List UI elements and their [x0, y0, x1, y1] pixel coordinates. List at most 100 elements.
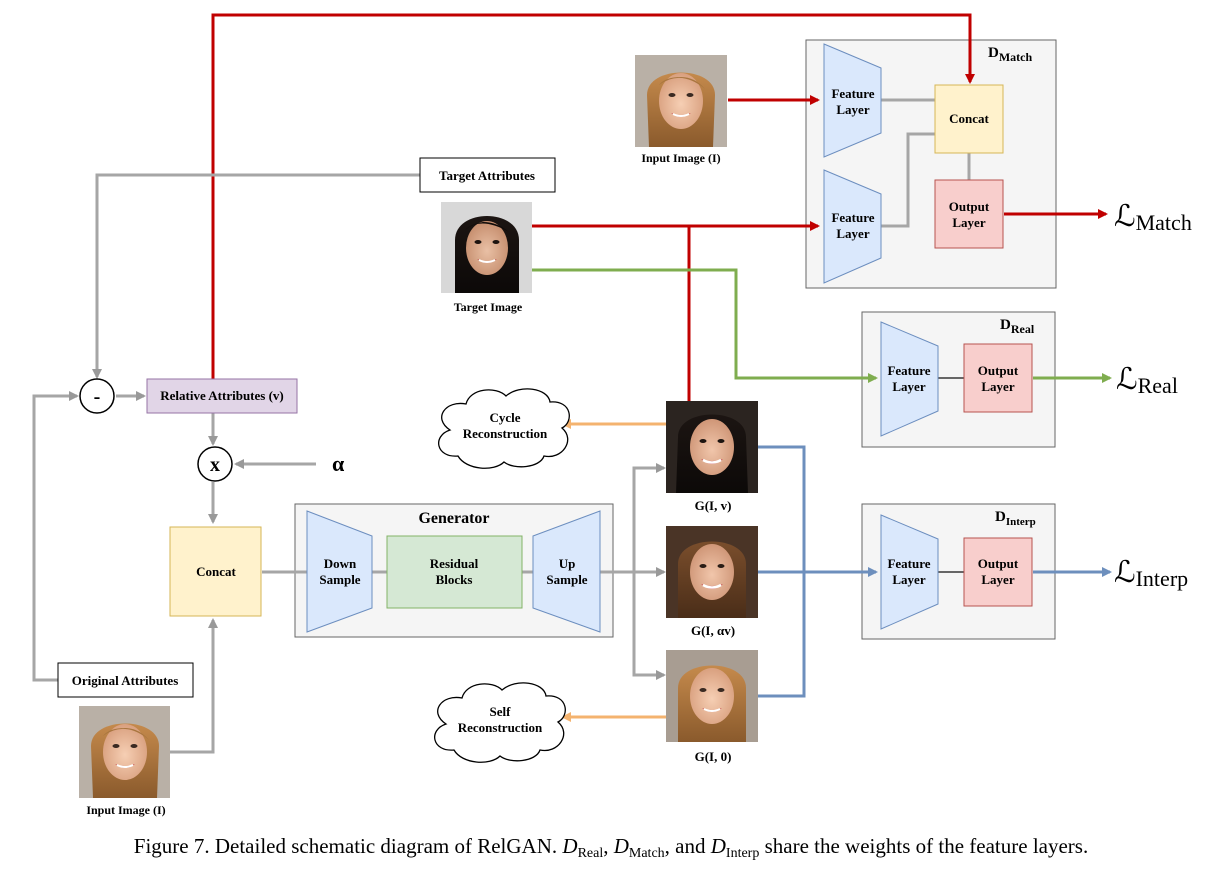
d-interp-output-layer-box: [963, 537, 1033, 607]
concat-left-label: Concat: [196, 564, 236, 579]
original-attributes-box: [57, 662, 194, 698]
relative-attributes-label: Relative Attributes (v): [160, 388, 283, 403]
d-match-concat-box: [934, 84, 1004, 154]
d-match-title-main: D: [988, 45, 999, 61]
caption-d-main-2: D: [613, 834, 629, 858]
d-match-feature-layer-1-label-1: Feature: [831, 86, 874, 101]
d-real-feature-layer-label-1: Feature: [887, 363, 930, 378]
down-sample-label-2: Sample: [319, 572, 360, 587]
residual-blocks-label-1: Residual: [430, 556, 479, 571]
down-sample-block: [306, 510, 373, 633]
output-image-g-0: [666, 650, 758, 742]
d-real-output-layer-label-2: Layer: [981, 379, 1014, 394]
minus-symbol: -: [94, 386, 101, 408]
output-image-g-av: [666, 526, 758, 618]
caption-d-sub-2: Match: [629, 846, 665, 861]
d-interp-title-sub: Interp: [1006, 516, 1036, 528]
times-symbol: x: [210, 454, 220, 476]
d-match-feature-layer-2-label-2: Layer: [836, 226, 869, 241]
self-reconstruction-label-2: Reconstruction: [458, 720, 543, 735]
d-interp-output-layer-label-2: Layer: [981, 572, 1014, 587]
caption-prefix: Figure 7. Detailed schematic diagram of …: [134, 834, 563, 858]
d-interp-title-main: D: [995, 509, 1006, 525]
input-image-top: [635, 55, 727, 147]
loss-match: ℒMatch: [1114, 200, 1192, 235]
alpha-symbol: α: [332, 451, 345, 476]
gray-generator-to-g0: [632, 572, 666, 680]
cycle-reconstruction-label-2: Reconstruction: [463, 426, 548, 441]
input-image-top-label: Input Image (I): [641, 151, 720, 165]
d-real-output-layer-box: [963, 343, 1033, 413]
d-real-feature-layer: [880, 321, 939, 437]
d-real-title-main: D: [1000, 317, 1011, 333]
gray-input-to-concat: [170, 618, 218, 754]
target-attributes-label: Target Attributes: [439, 168, 535, 183]
self-reconstruction-cloud: Self Reconstruction: [434, 682, 566, 763]
loss-real-main: ℒ: [1116, 363, 1138, 396]
d-interp-feature-layer-label-1: Feature: [887, 556, 930, 571]
caption-d-main-1: D: [561, 834, 577, 858]
self-reconstruction-label-1: Self: [490, 704, 512, 719]
up-sample-label-2: Sample: [546, 572, 587, 587]
d-real-title-sub: Real: [1011, 322, 1035, 336]
d-real-output-layer-label-1: Output: [978, 363, 1019, 378]
d-match-feature-layer-2: [823, 169, 882, 284]
output-g-av-label: G(I, αv): [691, 623, 735, 638]
cloud-icon: [438, 388, 570, 469]
d-match-output-layer-label-2: Layer: [952, 215, 985, 230]
loss-interp: ℒInterp: [1114, 556, 1188, 591]
gray-original-attr-to-minus: [32, 391, 79, 682]
caption-d-main-3: D: [710, 834, 726, 858]
residual-blocks-box: [386, 535, 523, 609]
target-attributes-box: [419, 157, 556, 193]
d-match-feature-layer-2-label-1: Feature: [831, 210, 874, 225]
d-match-title-sub: Match: [999, 50, 1033, 64]
red-relative-to-concat-line: [211, 13, 975, 379]
cycle-reconstruction-cloud: Cycle Reconstruction: [438, 388, 570, 469]
up-sample-block: [532, 510, 601, 633]
concat-left-box: [169, 526, 262, 617]
loss-real: ℒReal: [1116, 363, 1178, 398]
d-interp-feature-layer-label-2: Layer: [892, 572, 925, 587]
loss-match-sub: Match: [1136, 210, 1192, 235]
d-real-feature-layer-label-2: Layer: [892, 379, 925, 394]
original-attributes-label: Original Attributes: [72, 673, 179, 688]
d-match-output-layer-box: [934, 179, 1004, 249]
green-target-to-dreal-line: [532, 268, 878, 383]
loss-interp-main: ℒ: [1114, 556, 1136, 589]
output-g-0-label: G(I, 0): [695, 749, 732, 764]
d-interp-output-layer-label-1: Output: [978, 556, 1019, 571]
cloud-icon: [434, 682, 566, 763]
relative-attributes-box: [146, 378, 298, 414]
gray-target-attr-to-minus: [92, 173, 420, 379]
caption-suffix: share the weights of the feature layers.: [759, 834, 1088, 858]
d-match-concat-label: Concat: [949, 111, 989, 126]
caption-sep-1: ,: [603, 834, 614, 858]
generator-title: Generator: [418, 510, 489, 527]
multiply-operator: [197, 446, 233, 482]
gray-generator-to-gv: [632, 463, 666, 572]
loss-interp-sub: Interp: [1136, 566, 1189, 591]
caption-sep-2: , and: [665, 834, 711, 858]
caption-d-sub-3: Interp: [726, 846, 759, 861]
figure-caption: Figure 7. Detailed schematic diagram of …: [134, 834, 1088, 861]
residual-blocks-label-2: Blocks: [436, 572, 473, 587]
output-g-v-label: G(I, v): [695, 498, 732, 513]
minus-operator: [79, 378, 115, 414]
up-sample-label-1: Up: [559, 556, 576, 571]
loss-match-main: ℒ: [1114, 200, 1136, 233]
d-interp-feature-layer: [880, 514, 939, 630]
input-image-bottom-label: Input Image (I): [86, 803, 165, 817]
d-match-output-layer-label-1: Output: [949, 199, 990, 214]
loss-real-sub: Real: [1138, 373, 1178, 398]
d-match-feature-layer-1: [823, 43, 882, 158]
d-real-title: DReal: [1000, 317, 1035, 336]
target-image-label: Target Image: [454, 300, 523, 314]
gray-feature2-to-concat: [881, 132, 935, 228]
target-image: [441, 202, 532, 293]
d-match-title: DMatch: [988, 45, 1032, 64]
cycle-reconstruction-label-1: Cycle: [489, 410, 520, 425]
down-sample-label-1: Down: [324, 556, 357, 571]
output-image-g-v: [666, 401, 758, 493]
